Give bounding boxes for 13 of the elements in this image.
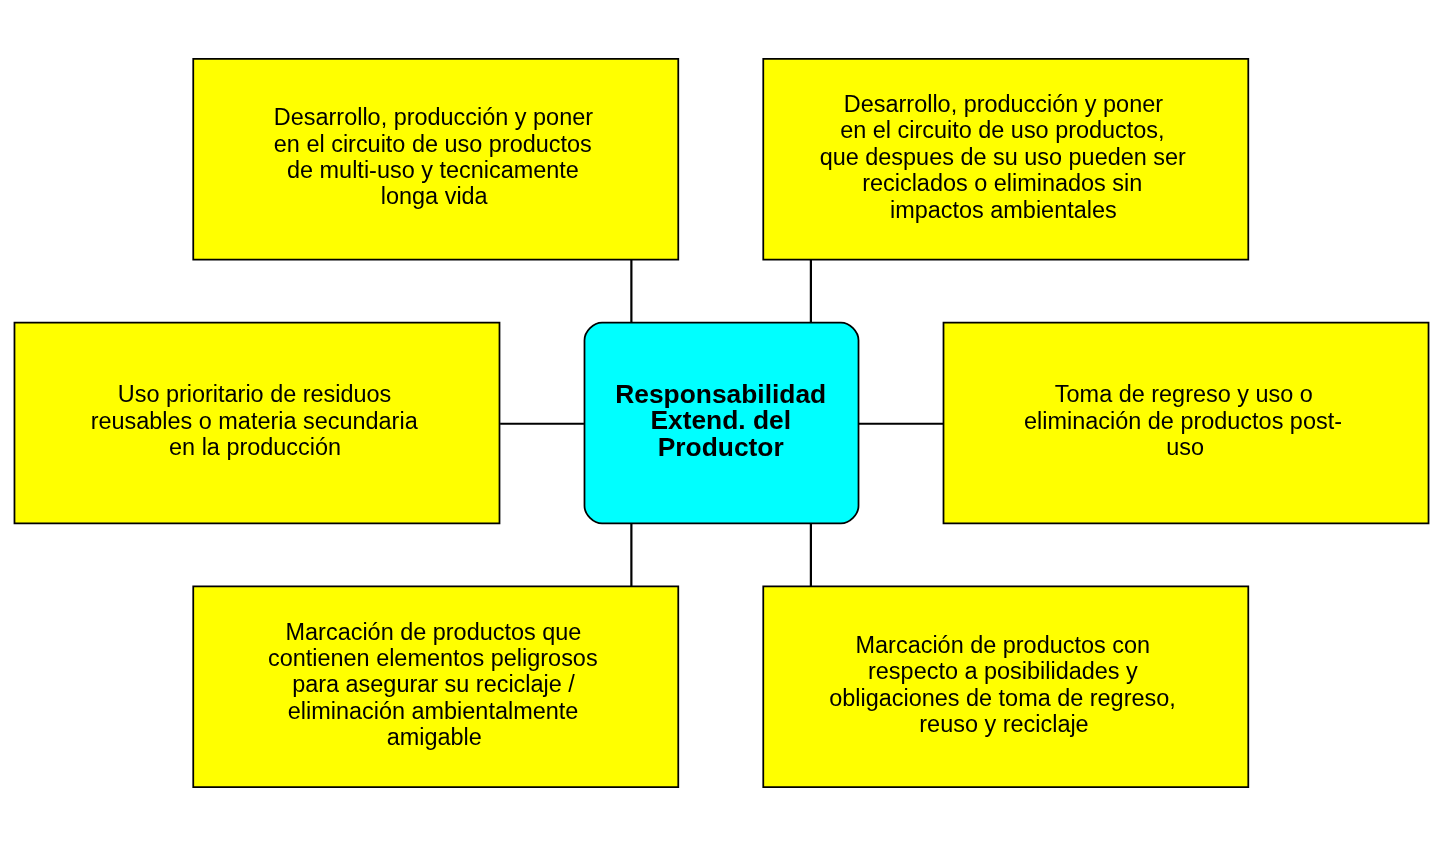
connector [630, 522, 633, 586]
connector [859, 422, 944, 425]
connector [809, 259, 812, 322]
node-box: Desarrollo, producción y poner en el circuito de uso productos de multi-uso y tecnicamente longa vida [192, 57, 680, 260]
node-box: Toma de regreso y uso o eliminación de productos post-uso [942, 321, 1430, 524]
node-box: Marcación de productos que contienen elementos peligrosos para asegurar su reciclaje / eliminación ambientalmente amigable [192, 585, 680, 788]
connector [809, 522, 812, 586]
node-box: Desarrollo, producción y poner en el circuito de uso productos, que despues de su uso pueden ser reciclados o eliminados sin impactos ambientales [762, 57, 1250, 260]
connector [500, 422, 584, 425]
node-box: Marcación de productos con respecto a posibilidades y obligaciones de toma de regreso, reuso y reciclaje [762, 585, 1250, 788]
node-box: Uso prioritario de residuos reusables o materia secundaria en la producción [13, 321, 501, 524]
connector [630, 259, 633, 322]
node-box: Responsabilidad Extend. del Productor [583, 321, 860, 524]
